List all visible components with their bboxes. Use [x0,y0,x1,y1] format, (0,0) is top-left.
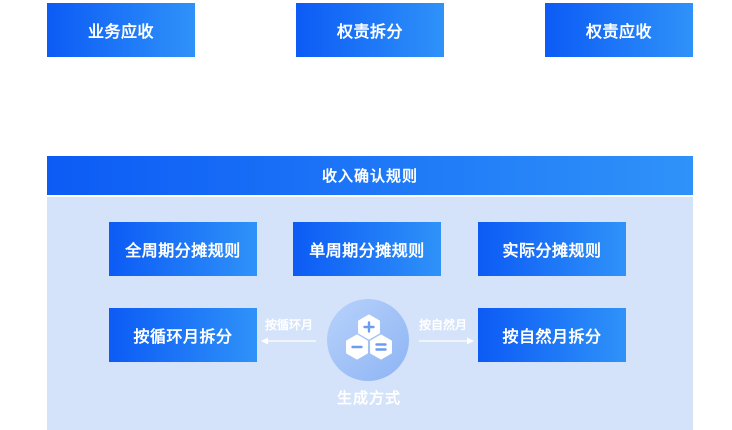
flow-box-label: 业务应收 [87,24,154,41]
flow-box-business-receivable: 业务应收 [47,3,195,57]
split-box-cyclic-month: 按循环月拆分 [109,308,257,362]
generation-method-label: 生成方式 [336,390,401,407]
split-box-label: 按循环月拆分 [133,329,233,346]
flow-box-accrual-split: 权责拆分 [296,3,444,57]
split-box-label: 按自然月拆分 [502,329,602,346]
arrow-label-cyclic-month: 按循环月 [264,318,313,332]
rules-panel: 全周期分摊规则 单周期分摊规则 实际分摊规则 按循环月拆分 按自然月拆分 按循环… [47,197,693,430]
flow-box-label: 权责拆分 [336,24,403,41]
rule-box-label: 实际分摊规则 [502,243,602,260]
plus-hexagon-icon [358,314,380,340]
arrow-label-natural-month: 按自然月 [418,318,467,332]
generation-method-circle [327,299,409,381]
rule-box-actual: 实际分摊规则 [478,222,626,276]
rules-header: 收入确认规则 [47,156,693,195]
equals-hexagon-icon [370,334,392,360]
arrow-right-icon [417,335,475,347]
flow-box-label: 权责应收 [585,24,652,41]
rules-header-title: 收入确认规则 [321,168,418,185]
rule-box-full-cycle: 全周期分摊规则 [109,222,257,276]
rule-box-label: 全周期分摊规则 [125,243,241,260]
arrow-left-icon [260,335,318,347]
calculation-hexagons-icon [327,299,409,381]
rule-box-label: 单周期分摊规则 [309,243,425,260]
flow-box-accrual-receivable: 权责应收 [545,3,693,57]
rule-box-single-cycle: 单周期分摊规则 [293,222,441,276]
minus-hexagon-icon [346,334,368,360]
split-box-natural-month: 按自然月拆分 [478,308,626,362]
